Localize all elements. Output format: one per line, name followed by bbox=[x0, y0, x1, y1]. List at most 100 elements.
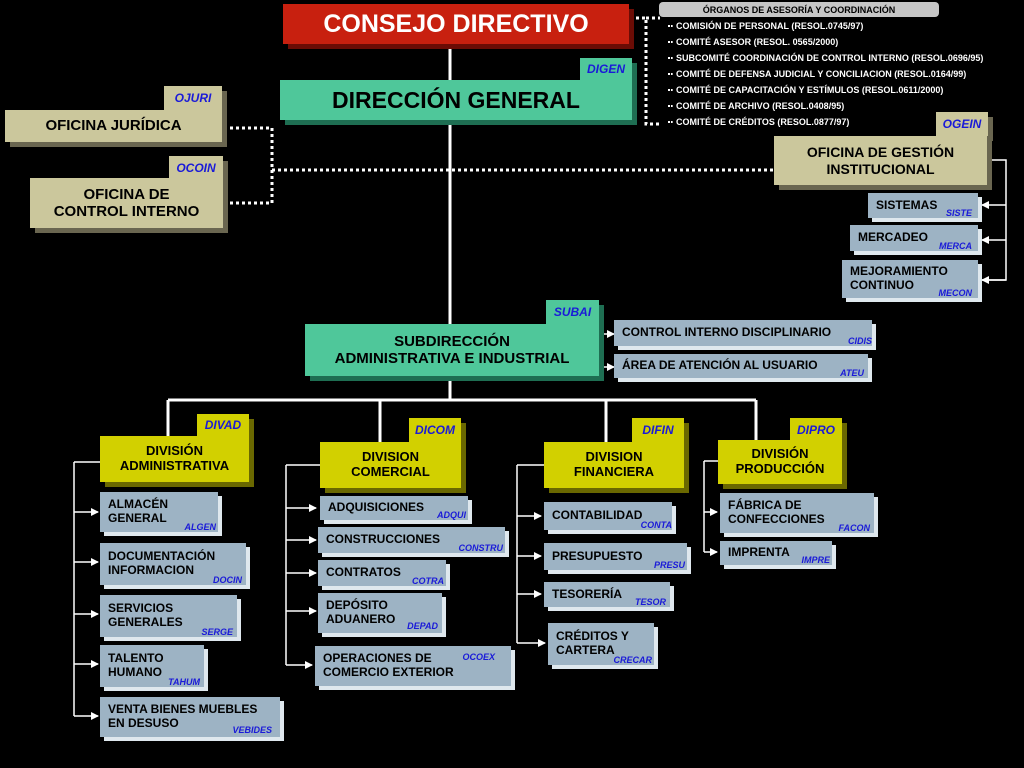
organo-item[interactable]: SUBCOMITÉ COORDINACIÓN DE CONTROL INTERN… bbox=[668, 50, 983, 66]
subai-tag: SUBAI bbox=[546, 300, 599, 324]
difin-tag-label: DIFIN bbox=[642, 423, 674, 437]
unit-label: DEPÓSITO bbox=[326, 598, 388, 613]
unit-creditos-cartera[interactable]: CRÉDITOS Y CARTERA CRECAR bbox=[548, 623, 654, 665]
unit-label: HUMANO bbox=[108, 665, 162, 679]
unit-talento-humano[interactable]: TALENTO HUMANO TAHUM bbox=[100, 645, 204, 687]
unit-sistemas[interactable]: SISTEMAS SISTE bbox=[868, 193, 978, 218]
unit-label: SERVICIOS bbox=[108, 601, 174, 616]
oficina-gestion-line2: INSTITUCIONAL bbox=[826, 160, 935, 177]
dipro-tag: DIPRO bbox=[790, 418, 842, 442]
unit-label: CONTRATOS bbox=[326, 565, 401, 580]
division-line1: DIVISIÓN bbox=[751, 446, 809, 462]
unit-servicios-generales[interactable]: SERVICIOS GENERALES SERGE bbox=[100, 595, 237, 637]
unit-presupuesto[interactable]: PRESUPUESTO PRESU bbox=[544, 543, 687, 570]
organo-item[interactable]: COMITÉ DE CAPACITACIÓN Y ESTÍMULOS (RESO… bbox=[668, 82, 983, 98]
unit-label: MERCADEO bbox=[858, 230, 929, 245]
unit-abbr: MECON bbox=[938, 287, 973, 298]
unit-label: TALENTO bbox=[108, 651, 164, 666]
unit-abbr: TESOR bbox=[634, 596, 666, 607]
consejo-directivo-box[interactable]: CONSEJO DIRECTIVO bbox=[283, 4, 629, 44]
division-line2: ADMINISTRATIVA bbox=[119, 458, 230, 473]
unit-abbr: ADQUI bbox=[437, 509, 466, 520]
organos-header: ÓRGANOS DE ASESORÍA Y COORDINACIÓN bbox=[659, 2, 939, 17]
unit-construcciones[interactable]: CONSTRUCCIONES CONSTRU bbox=[318, 527, 505, 553]
unit-venta-bienes[interactable]: VENTA BIENES MUEBLES EN DESUSO VEBIDES bbox=[100, 697, 280, 737]
division-line1: DIVISIÓN bbox=[145, 443, 204, 459]
unit-abbr: SISTE bbox=[945, 207, 972, 218]
unit-contabilidad[interactable]: CONTABILIDAD CONTA bbox=[544, 502, 672, 530]
unit-mejoramiento-continuo[interactable]: MEJORAMIENTO CONTINUO MECON bbox=[842, 260, 978, 298]
unit-label: CONTABILIDAD bbox=[552, 508, 643, 523]
unit-label: CONSTRUCCIONES bbox=[326, 532, 441, 547]
digen-tag-label: DIGEN bbox=[586, 62, 625, 76]
oficina-gestion-line1: OFICINA DE GESTIÓN bbox=[806, 144, 955, 161]
unit-control-interno-disciplinario[interactable]: CONTROL INTERNO DISCIPLINARIO CIDIS bbox=[614, 320, 872, 346]
unit-abbr: SERGE bbox=[201, 626, 233, 637]
consejo-directivo-label: CONSEJO DIRECTIVO bbox=[323, 9, 589, 38]
oficina-juridica-box[interactable]: OFICINA JURÍDICA bbox=[5, 110, 222, 142]
unit-abbr: IMPRE bbox=[801, 554, 830, 565]
subdireccion-line1: SUBDIRECCIÓN bbox=[394, 332, 510, 350]
unit-label: MEJORAMIENTO bbox=[850, 264, 948, 279]
division-produccion-box[interactable]: DIVISIÓN PRODUCCIÓN bbox=[718, 440, 842, 484]
unit-label: CRÉDITOS Y bbox=[556, 629, 629, 644]
unit-label: TESORERÍA bbox=[552, 586, 623, 601]
organo-item[interactable]: COMITÉ DE CRÉDITOS (RESOL.0877/97) bbox=[668, 114, 983, 130]
organo-item[interactable]: COMISIÓN DE PERSONAL (RESOL.0745/97) bbox=[668, 18, 983, 34]
unit-adquisiciones[interactable]: ADQUISICIONES ADQUI bbox=[320, 496, 468, 520]
division-administrativa-box[interactable]: DIVISIÓN ADMINISTRATIVA bbox=[100, 436, 249, 482]
organo-item[interactable]: COMITÉ DE ARCHIVO (RESOL.0408/95) bbox=[668, 98, 983, 114]
unit-abbr: TAHUM bbox=[168, 676, 200, 687]
subdireccion-line2: ADMINISTRATIVA E INDUSTRIAL bbox=[334, 350, 570, 367]
unit-label: CONTROL INTERNO DISCIPLINARIO bbox=[622, 325, 832, 340]
oficina-control-interno-box[interactable]: OFICINA DE CONTROL INTERNO bbox=[30, 178, 223, 228]
organo-item[interactable]: COMITÉ DE DEFENSA JUDICIAL Y CONCILIACIO… bbox=[668, 66, 983, 82]
division-line2: FINANCIERA bbox=[573, 464, 655, 479]
unit-abbr: CONTA bbox=[640, 519, 672, 530]
unit-fabrica-confecciones[interactable]: FÁBRICA DE CONFECCIONES FACON bbox=[720, 493, 874, 533]
unit-abbr: CRECAR bbox=[613, 654, 652, 665]
dicom-tag: DICOM bbox=[409, 418, 461, 442]
unit-label: CONFECCIONES bbox=[728, 512, 825, 526]
unit-label: ÁREA DE ATENCIÓN AL USUARIO bbox=[622, 358, 818, 373]
division-financiera-box[interactable]: DIVISION FINANCIERA bbox=[544, 442, 684, 488]
unit-label: IMPRENTA bbox=[728, 545, 790, 560]
unit-abbr: COTRA bbox=[412, 575, 444, 586]
unit-label: INFORMACION bbox=[108, 563, 194, 577]
oficina-control-interno-line2: CONTROL INTERNO bbox=[53, 203, 200, 220]
direccion-general-box[interactable]: DIRECCIÓN GENERAL bbox=[280, 80, 632, 120]
unit-abbr: ALGEN bbox=[184, 521, 217, 532]
unit-label: FÁBRICA DE bbox=[728, 498, 802, 513]
unit-abbr: MERCA bbox=[939, 240, 972, 251]
unit-label: ADUANERO bbox=[326, 612, 396, 626]
unit-abbr: VEBIDES bbox=[232, 724, 272, 735]
ogein-tag: OGEIN bbox=[936, 112, 988, 136]
unit-abbr: CIDIS bbox=[847, 335, 872, 346]
dicom-tag-label: DICOM bbox=[415, 423, 455, 437]
unit-mercadeo[interactable]: MERCADEO MERCA bbox=[850, 225, 978, 251]
unit-documentacion[interactable]: DOCUMENTACIÓN INFORMACION DOCIN bbox=[100, 543, 246, 585]
ocoin-tag: OCOIN bbox=[169, 156, 223, 180]
oficina-gestion-box[interactable]: OFICINA DE GESTIÓN INSTITUCIONAL bbox=[774, 136, 987, 185]
unit-label: CONTINUO bbox=[850, 278, 914, 292]
division-line2: PRODUCCIÓN bbox=[735, 461, 825, 476]
division-line1: DIVISION bbox=[361, 449, 420, 465]
unit-label: CARTERA bbox=[556, 643, 615, 657]
oficina-control-interno-line1: OFICINA DE bbox=[83, 185, 170, 203]
division-comercial-box[interactable]: DIVISION COMERCIAL bbox=[320, 442, 461, 488]
unit-operaciones-comercio-exterior[interactable]: OPERACIONES DE COMERCIO EXTERIOR OCOEX bbox=[315, 646, 511, 686]
organo-item[interactable]: COMITÉ ASESOR (RESOL. 0565/2000) bbox=[668, 34, 983, 50]
unit-imprenta[interactable]: IMPRENTA IMPRE bbox=[720, 541, 832, 565]
unit-label: COMERCIO EXTERIOR bbox=[323, 665, 454, 679]
unit-deposito-aduanero[interactable]: DEPÓSITO ADUANERO DEPAD bbox=[318, 593, 442, 633]
unit-almacen-general[interactable]: ALMACÉN GENERAL ALGEN bbox=[100, 492, 218, 532]
division-line1: DIVISION bbox=[585, 449, 643, 465]
unit-label: DOCUMENTACIÓN bbox=[108, 549, 216, 564]
subdireccion-box[interactable]: SUBDIRECCIÓN ADMINISTRATIVA E INDUSTRIAL bbox=[305, 324, 599, 376]
unit-atencion-usuario[interactable]: ÁREA DE ATENCIÓN AL USUARIO ATEU bbox=[614, 354, 868, 378]
digen-tag: DIGEN bbox=[580, 58, 632, 80]
unit-tesoreria[interactable]: TESORERÍA TESOR bbox=[544, 582, 670, 607]
division-line2: COMERCIAL bbox=[351, 464, 430, 479]
unit-contratos[interactable]: CONTRATOS COTRA bbox=[318, 560, 446, 586]
